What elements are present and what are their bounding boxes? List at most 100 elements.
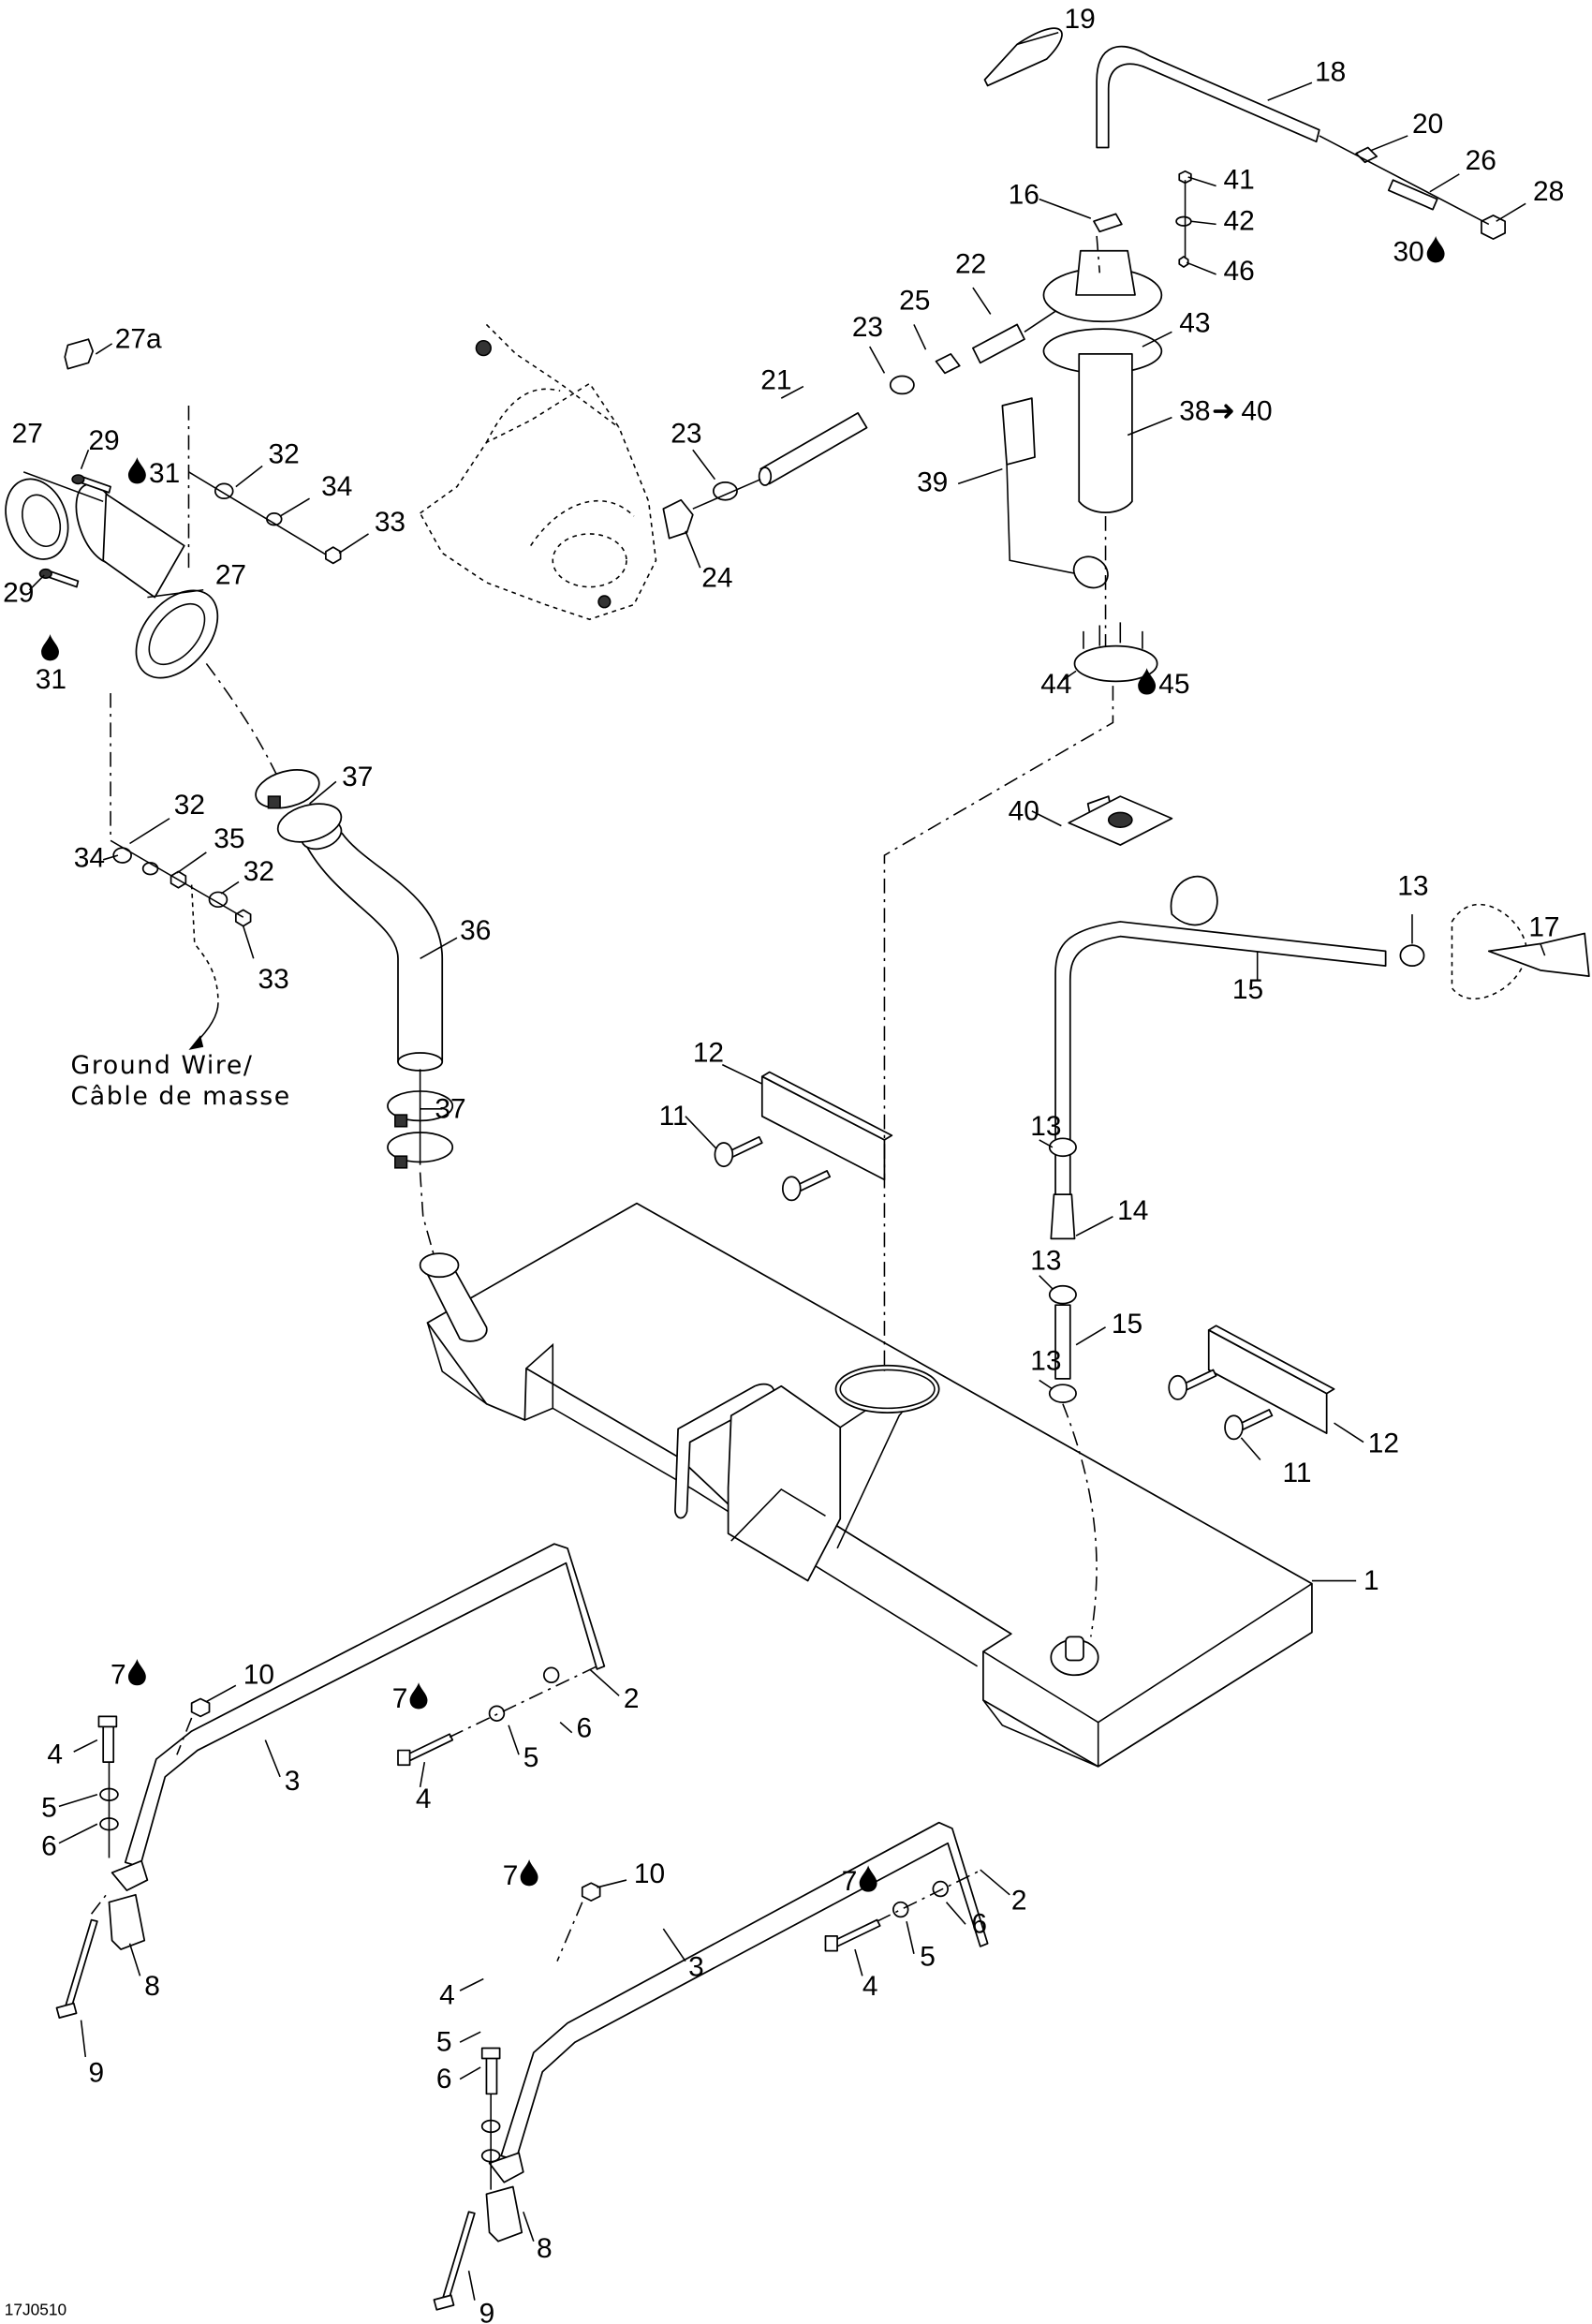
callout-tank-strap[interactable]: 3 xyxy=(662,1928,704,1982)
callout-nut[interactable]: 28 xyxy=(1496,176,1565,222)
callout-vent-hose[interactable]: 15 xyxy=(1075,1309,1142,1346)
callout-clamp[interactable]: 13 xyxy=(1397,871,1428,944)
callout-nut[interactable]: 46 xyxy=(1186,256,1255,287)
callout-support[interactable]: 8 xyxy=(523,2211,553,2264)
callout-vent-fitting[interactable]: 17 xyxy=(1528,912,1560,956)
callout-nut[interactable]: 41 xyxy=(1187,165,1255,196)
callout-threadlocker[interactable]: 7 xyxy=(392,1682,428,1714)
callout-tie-rap[interactable]: 19 xyxy=(1016,4,1096,46)
fuel-supply-line[interactable] xyxy=(662,302,1069,540)
callout-gear-clamp[interactable]: 37 xyxy=(420,1093,466,1124)
callout-flat-washer[interactable]: 32 xyxy=(235,438,300,488)
fuel-tank[interactable] xyxy=(419,1202,1313,1768)
callout-clip[interactable]: 25 xyxy=(899,286,930,350)
leader-line xyxy=(220,881,240,895)
leader-line xyxy=(692,449,716,481)
callout-screw[interactable]: 4 xyxy=(47,1739,98,1770)
callout-long-screw[interactable]: 9 xyxy=(467,2271,495,2324)
callout-flat-washer[interactable]: 6 xyxy=(41,1823,98,1861)
callout-number: 23 xyxy=(671,418,701,449)
callout-lock-washer[interactable]: 34 xyxy=(279,471,352,517)
callout-flat-washer[interactable]: 32 xyxy=(129,790,205,845)
callout-tank-strap-bracket[interactable]: 2 xyxy=(589,1668,640,1714)
callout-number: 25 xyxy=(899,286,930,317)
retainer-27a xyxy=(64,338,95,370)
vent-line[interactable] xyxy=(1048,795,1590,1637)
callout-nut[interactable]: 10 xyxy=(205,1660,274,1703)
callout-nut[interactable]: 35 xyxy=(176,823,245,874)
callout-flat-washer[interactable]: 32 xyxy=(220,856,274,895)
callout-number: 7 xyxy=(392,1683,408,1714)
callout-screw[interactable]: 29 xyxy=(80,425,120,469)
callout-sealant[interactable]: 30 xyxy=(1393,235,1445,268)
callout-fitting[interactable]: 26 xyxy=(1429,145,1496,193)
fuel-pump-module[interactable] xyxy=(883,170,1192,1372)
callout-gasket[interactable]: 43 xyxy=(1142,307,1211,348)
callout-threadlocker[interactable]: 7 xyxy=(111,1658,146,1691)
callout-tapping-screw[interactable]: 11 xyxy=(659,1101,717,1149)
callout-screw[interactable]: 4 xyxy=(416,1762,432,1814)
leader-line xyxy=(589,1668,620,1696)
callout-number: 29 xyxy=(88,425,119,456)
callout-lock-washer[interactable]: 5 xyxy=(41,1792,98,1823)
callout-threadlocker[interactable]: 7 xyxy=(503,1859,538,1891)
callout-flat-washer[interactable]: 6 xyxy=(945,1902,987,1940)
callout-fuel-level-sensor[interactable]: 39 xyxy=(917,466,1003,497)
return-line[interactable] xyxy=(983,27,1506,240)
callout-lock-washer[interactable]: 34 xyxy=(74,843,119,874)
callout-fuel-tank[interactable]: 1 xyxy=(1311,1565,1379,1596)
callout-filler-neck[interactable]: 27 xyxy=(12,418,104,503)
callout-rubber-pad[interactable]: 12 xyxy=(693,1037,763,1085)
callout-washer[interactable]: 42 xyxy=(1190,206,1255,237)
callout-gear-clamp[interactable]: 37 xyxy=(309,762,374,805)
callout-nut[interactable]: 10 xyxy=(597,1858,666,1889)
callout-clamp[interactable]: 13 xyxy=(1030,1111,1062,1148)
callout-flat-washer[interactable]: 6 xyxy=(559,1712,592,1743)
callout-screw[interactable]: 29 xyxy=(3,574,45,608)
tank-strap-upper[interactable] xyxy=(108,1543,606,1950)
callout-quick-connector[interactable]: 22 xyxy=(955,248,992,315)
callout-nut[interactable]: 33 xyxy=(242,925,289,995)
callout-sealant[interactable]: 31 xyxy=(36,633,66,695)
callout-sealant[interactable]: 31 xyxy=(127,457,180,489)
tank-strap-lower[interactable] xyxy=(485,1821,989,2243)
callout-retaining-ring[interactable]: 44 xyxy=(1040,669,1077,700)
callout-return-hose[interactable]: 18 xyxy=(1267,57,1347,101)
callout-clamp[interactable]: 13 xyxy=(1030,1245,1062,1290)
callout-clamp[interactable]: 16 xyxy=(1009,179,1092,219)
callout-support[interactable]: 8 xyxy=(128,1943,160,2002)
callout-number: 35 xyxy=(214,823,244,854)
leader-line xyxy=(129,818,170,845)
callout-clamp[interactable]: 20 xyxy=(1370,109,1443,152)
callout-elbow-fitting[interactable]: 24 xyxy=(685,530,733,594)
callout-tank-strap-bracket[interactable]: 2 xyxy=(980,1869,1027,1917)
callout-tank-strap[interactable]: 3 xyxy=(264,1739,300,1798)
filler-hose[interactable] xyxy=(298,815,444,1072)
callout-clamp[interactable]: 13 xyxy=(1030,1345,1062,1390)
callout-screw[interactable]: 4 xyxy=(439,1977,484,2011)
callout-long-screw[interactable]: 9 xyxy=(80,2020,104,2089)
gear-clamps[interactable] xyxy=(252,763,454,1254)
callout-fuel-pump-module[interactable]: 38➜40 xyxy=(1127,396,1273,437)
callout-filler-neck[interactable]: 27 xyxy=(147,559,246,599)
callout-nut[interactable]: 33 xyxy=(338,507,405,555)
ground-hardware xyxy=(110,471,342,1050)
callout-screw[interactable]: 4 xyxy=(854,1948,877,2002)
callout-vent-hose[interactable]: 15 xyxy=(1232,951,1263,1005)
callout-check-valve[interactable]: 14 xyxy=(1075,1195,1148,1236)
callout-clamp[interactable]: 23 xyxy=(852,312,886,374)
callout-tapping-screw[interactable]: 11 xyxy=(1240,1437,1311,1488)
callout-fuel-hose[interactable]: 21 xyxy=(760,365,804,399)
callout-lock-washer[interactable]: 5 xyxy=(508,1724,538,1773)
callout-rubber-pad[interactable]: 12 xyxy=(1334,1422,1399,1459)
callout-retainer[interactable]: 27a xyxy=(95,324,162,355)
callout-lock-washer[interactable]: 5 xyxy=(906,1920,936,1972)
callout-decal[interactable]: 40 xyxy=(1009,795,1062,827)
callout-lubricant[interactable]: 45 xyxy=(1138,668,1189,700)
callout-threadlocker[interactable]: 7 xyxy=(842,1865,877,1897)
filler-neck[interactable] xyxy=(0,338,281,841)
callout-flat-washer[interactable]: 6 xyxy=(436,2064,481,2095)
callout-lock-washer[interactable]: 5 xyxy=(436,2027,481,2058)
callout-clamp[interactable]: 23 xyxy=(671,418,716,481)
callout-filler-hose[interactable]: 36 xyxy=(420,915,492,959)
